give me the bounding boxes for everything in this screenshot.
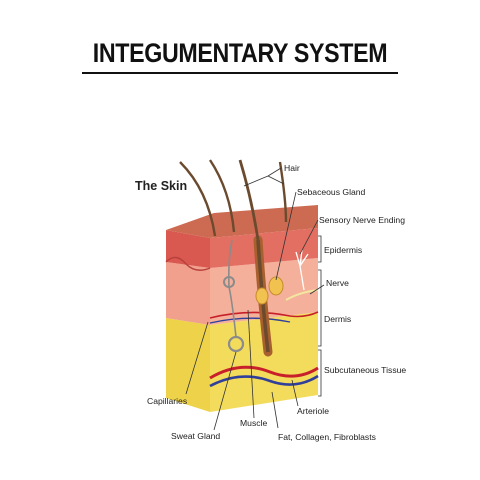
label-dermis: Dermis <box>324 314 351 324</box>
blood-vessel-artery <box>209 365 319 380</box>
dermal-papillae <box>165 256 211 271</box>
bracket-subcutaneous <box>318 349 322 397</box>
page-title: INTEGUMENTARY SYSTEM <box>92 38 388 68</box>
hair-shaft <box>238 159 260 241</box>
hair-shaft <box>179 161 217 237</box>
skin-surface <box>166 205 318 238</box>
label-capillaries: Capillaries <box>147 396 187 406</box>
label-nerve: Nerve <box>326 278 349 288</box>
sweat-duct <box>228 239 237 338</box>
epidermis-right-face <box>210 228 318 268</box>
dermal-veins <box>209 317 291 324</box>
title-underline <box>82 72 398 74</box>
diagram-heading: The Skin <box>135 179 187 193</box>
label-sensory-nerve-ending: Sensory Nerve Ending <box>319 215 405 225</box>
dermis-layer <box>166 262 210 325</box>
sebaceous-gland-shape-2 <box>255 287 269 305</box>
leader-lines <box>185 167 325 431</box>
sensory-nerve-ending-shape <box>295 249 309 291</box>
dermal-vessels <box>209 311 319 319</box>
label-muscle: Muscle <box>240 418 267 428</box>
leader-sebaceous <box>275 191 297 281</box>
leader-sensory <box>299 219 319 255</box>
epidermis-layer <box>166 230 210 268</box>
skin-cross-section <box>165 205 319 412</box>
bracket-dermis <box>318 269 322 347</box>
leader-nerve <box>309 284 325 295</box>
sebaceous-gland-shape <box>268 276 284 296</box>
leader-capillaries <box>185 321 209 395</box>
leader-hair <box>243 167 285 187</box>
blood-vessel-vein <box>209 374 319 388</box>
leader-muscle <box>247 309 255 419</box>
bracket-epidermis <box>318 235 322 263</box>
leader-fat <box>271 391 279 429</box>
label-arteriole: Arteriole <box>297 406 329 416</box>
leader-sweat-gland <box>213 351 237 431</box>
subcutaneous-layer <box>166 318 210 412</box>
label-hair: Hair <box>284 163 300 173</box>
hair-shafts <box>179 159 288 241</box>
label-fat-collagen-fibroblasts: Fat, Collagen, Fibroblasts <box>278 432 376 442</box>
label-sweat-gland: Sweat Gland <box>171 431 220 441</box>
hair-shaft <box>209 159 236 233</box>
label-sebaceous-gland: Sebaceous Gland <box>297 187 366 197</box>
leader-arteriole <box>291 379 299 407</box>
label-subcutaneous-tissue: Subcutaneous Tissue <box>324 365 406 375</box>
label-epidermis: Epidermis <box>324 245 362 255</box>
